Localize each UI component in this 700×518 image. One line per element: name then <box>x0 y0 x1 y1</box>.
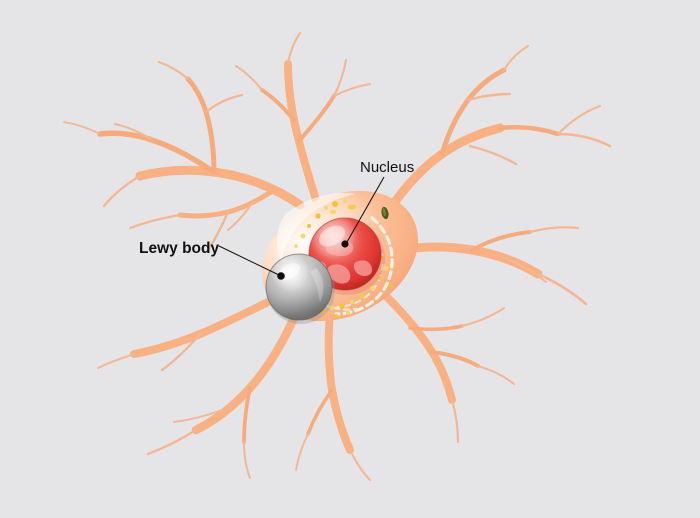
label-nucleus: Nucleus <box>360 159 414 176</box>
lewy-body-sheen <box>310 268 324 302</box>
dendrite-lower-right <box>382 292 515 444</box>
lewy-body <box>265 253 335 324</box>
dendrite-lower-left <box>146 313 299 479</box>
mitochondrion-icon <box>381 206 389 220</box>
dendrite-right <box>395 226 588 306</box>
label-lewy-body: Lewy body <box>139 240 219 257</box>
leader-dot-lewy-body <box>277 272 285 280</box>
dendrite-left <box>97 296 276 372</box>
dendrite-bottom-center <box>295 308 371 481</box>
dendrite-group <box>63 31 612 481</box>
soma-highlight <box>277 192 356 262</box>
leader-nucleus <box>341 176 385 248</box>
nucleus-specular <box>318 225 346 247</box>
dendrite-top-center <box>235 31 371 204</box>
leader-dot-nucleus <box>341 240 349 248</box>
dendrite-upper-left <box>63 61 305 252</box>
dendrite-upper-right <box>387 45 612 211</box>
leader-lewy-body <box>218 245 285 280</box>
